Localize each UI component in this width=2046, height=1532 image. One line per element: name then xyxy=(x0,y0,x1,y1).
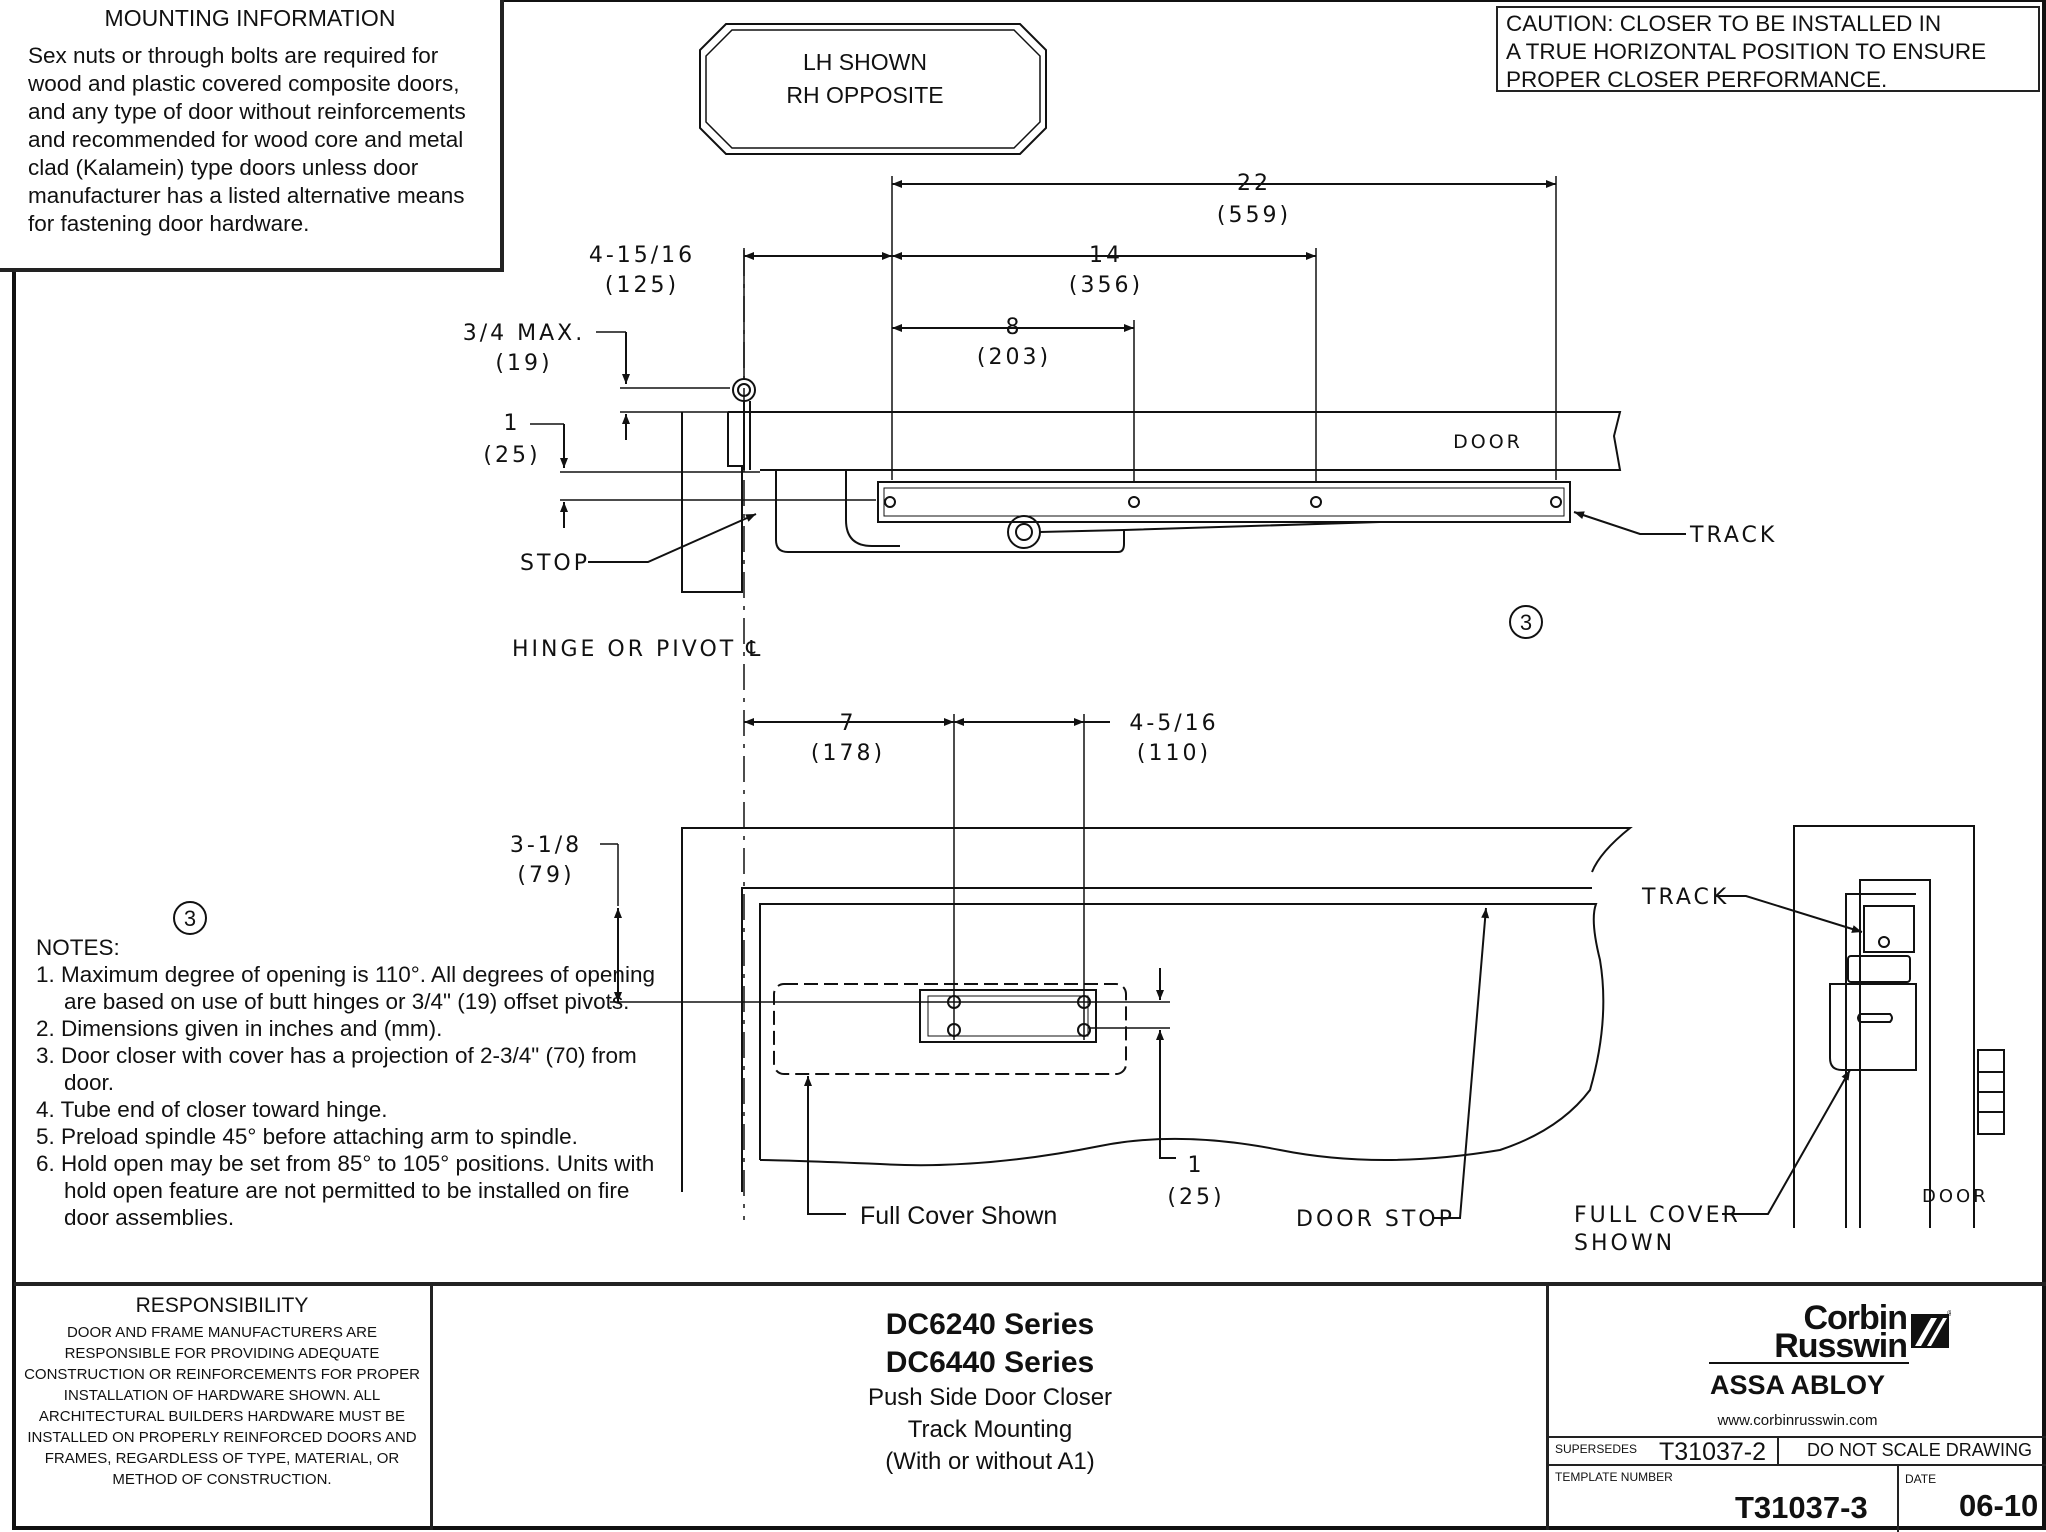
door-elevation xyxy=(759,903,1605,1167)
mounting-info-title: MOUNTING INFORMATION xyxy=(104,5,396,31)
responsibility-box: RESPONSIBILITY DOOR AND FRAME MANUFACTUR… xyxy=(14,1286,433,1530)
dim-1-bottom: 1 xyxy=(1188,1153,1205,1178)
product-series-2: DC6440 Series xyxy=(885,1346,1095,1379)
template-row: TEMPLATE NUMBER T31037-3 DATE 06-10 xyxy=(1549,1464,2046,1532)
dim-22: 22 xyxy=(1237,171,1271,196)
note-item: 1. Maximum degree of opening is 110°. Al… xyxy=(36,962,655,1014)
assa-abloy-logo: ASSA ABLOY xyxy=(1709,1370,1885,1400)
dim-3-1-8-mm: (79) xyxy=(517,863,574,888)
company-url: www.corbinrusswin.com xyxy=(1717,1412,1878,1429)
frame-jamb xyxy=(681,412,743,593)
note-item: 5. Preload spindle 45° before attaching … xyxy=(36,1124,578,1149)
logo-line-1: Corbin xyxy=(1803,1299,1908,1337)
mounting-info-box: MOUNTING INFORMATION Sex nuts or through… xyxy=(0,0,504,272)
dim-1-top: 1 xyxy=(504,411,521,436)
screw xyxy=(1550,496,1562,508)
template-label: TEMPLATE NUMBER xyxy=(1555,1470,1673,1484)
supersedes-value: T31037-2 xyxy=(1659,1438,1767,1466)
product-desc-1: Push Side Door Closer xyxy=(867,1384,1113,1411)
dim-8: 8 xyxy=(1006,315,1023,340)
screw xyxy=(884,496,896,508)
circle-3-notes: 3 xyxy=(184,906,196,931)
product-series-1: DC6240 Series xyxy=(885,1308,1095,1341)
side-frame xyxy=(1793,825,1975,1228)
stop-label: STOP xyxy=(520,551,590,576)
closer-body xyxy=(775,470,1125,553)
screw xyxy=(1310,496,1322,508)
responsibility-text: DOOR AND FRAME MANUFACTURERS ARE RESPONS… xyxy=(24,1324,420,1488)
handing-line-2: RH OPPOSITE xyxy=(786,82,944,108)
door-stop-label: DOOR STOP xyxy=(1296,1207,1455,1232)
dim-3-1-8: 3-1/8 xyxy=(510,833,582,858)
side-track xyxy=(1863,905,1915,953)
dim-4-5-16-mm: (110) xyxy=(1137,741,1211,766)
dim-4-5-16: 4-5/16 xyxy=(1129,711,1218,736)
caution-line-1: CAUTION: CLOSER TO BE INSTALLED IN xyxy=(1506,11,1942,36)
dim-7: 7 xyxy=(840,711,857,736)
date-label: DATE xyxy=(1905,1472,1937,1486)
frame-elevation xyxy=(681,827,1633,1192)
dim-7-mm: (178) xyxy=(811,741,885,766)
circle-3-top: 3 xyxy=(1520,610,1532,635)
dim-14-mm: (356) xyxy=(1069,273,1143,298)
notes-title: NOTES: xyxy=(36,935,120,960)
logo-divider xyxy=(1709,1362,1909,1364)
supersedes-row: SUPERSEDES T31037-2 DO NOT SCALE DRAWING xyxy=(1549,1436,2046,1466)
supersedes-label: SUPERSEDES xyxy=(1555,1442,1638,1456)
note-item: 3. Door closer with cover has a projecti… xyxy=(36,1043,637,1095)
sheet-border xyxy=(12,0,2046,1530)
logo-line-2: Russwin xyxy=(1774,1327,1908,1365)
company-box: Corbin Russwin ® ASSA ABLOY www.corbinru… xyxy=(1549,1286,2046,1532)
registered-mark: ® xyxy=(1947,1310,1951,1318)
responsibility-title: RESPONSIBILITY xyxy=(135,1294,309,1317)
door-side-label: DOOR xyxy=(1922,1186,1989,1207)
dim-1-bottom-mm: (25) xyxy=(1167,1185,1224,1210)
screw xyxy=(1128,496,1140,508)
do-not-scale: DO NOT SCALE DRAWING xyxy=(1807,1440,2033,1460)
dim-3-4-max: 3/4 MAX. xyxy=(463,321,586,346)
handing-octagon xyxy=(699,23,1047,155)
dim-4-15-16-mm: (125) xyxy=(605,273,679,298)
door-top-view xyxy=(728,411,1622,471)
note-item: 2. Dimensions given in inches and (mm). xyxy=(36,1016,443,1041)
notes-block: NOTES: 1. Maximum degree of opening is 1… xyxy=(36,934,676,1231)
handing-line-1: LH SHOWN xyxy=(803,49,927,75)
dim-22-mm: (559) xyxy=(1217,203,1291,228)
title-block: RESPONSIBILITY DOOR AND FRAME MANUFACTUR… xyxy=(14,1282,2046,1532)
track-top xyxy=(877,481,1571,523)
dim-8-mm: (203) xyxy=(977,345,1051,370)
note-item: 6. Hold open may be set from 85° to 105°… xyxy=(36,1151,655,1230)
handing-text: LH SHOWN RH OPPOSITE xyxy=(700,46,1030,112)
dim-4-15-16: 4-15/16 xyxy=(589,243,695,268)
track-label: TRACK xyxy=(1689,523,1777,548)
door-label: DOOR xyxy=(1453,431,1523,453)
track-side-label: TRACK xyxy=(1641,885,1729,910)
track-plate xyxy=(919,989,1097,1043)
date-value: 06-10 xyxy=(1959,1488,2039,1523)
hinge-label: HINGE OR PIVOT ℄ xyxy=(512,637,763,662)
note-item: 4. Tube end of closer toward hinge. xyxy=(36,1097,388,1122)
product-desc-3: (With or without A1) xyxy=(885,1448,1095,1475)
caution-line-3: PROPER CLOSER PERFORMANCE. xyxy=(1506,67,1888,92)
cover-outline xyxy=(773,983,1127,1075)
full-cover-side-label-1: FULL COVER xyxy=(1574,1203,1741,1228)
template-value: T31037-3 xyxy=(1735,1490,1868,1525)
caution-box: CAUTION: CLOSER TO BE INSTALLED IN A TRU… xyxy=(1496,6,2040,92)
full-cover-side-label-2: SHOWN xyxy=(1574,1231,1675,1256)
full-cover-label: Full Cover Shown xyxy=(860,1202,1057,1230)
caution-line-2: A TRUE HORIZONTAL POSITION TO ENSURE xyxy=(1506,39,1987,64)
product-desc-2: Track Mounting xyxy=(907,1416,1073,1443)
logo-mark-icon: ® xyxy=(1911,1310,1951,1348)
corbin-russwin-logo: Corbin Russwin xyxy=(1707,1299,1908,1365)
product-box: DC6240 Series DC6440 Series Push Side Do… xyxy=(434,1286,1549,1530)
dim-14: 14 xyxy=(1089,243,1123,268)
mounting-info-text: Sex nuts or through bolts are required f… xyxy=(28,43,466,236)
roller xyxy=(1007,515,1041,549)
dim-1-top-mm: (25) xyxy=(483,443,540,468)
dim-3-4-mm: (19) xyxy=(495,351,552,376)
